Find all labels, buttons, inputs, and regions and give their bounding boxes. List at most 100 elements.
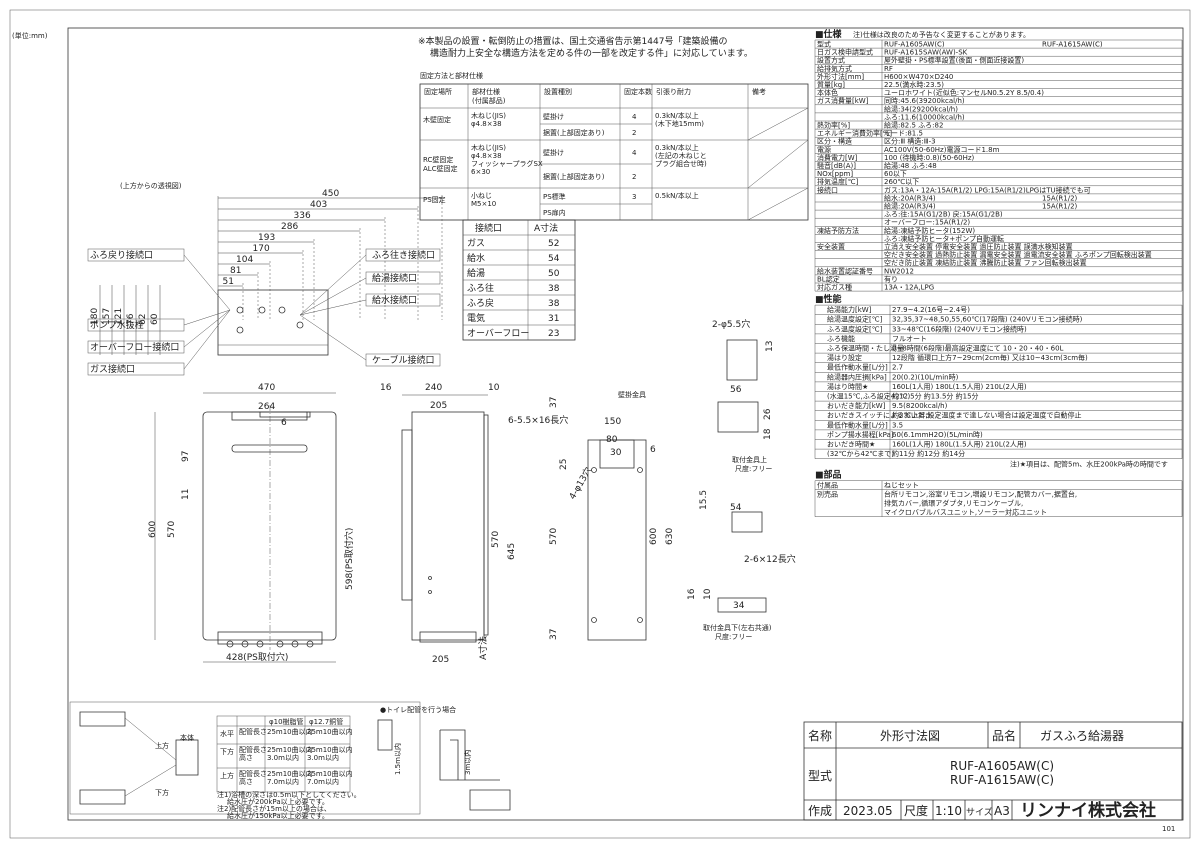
spec-value: 60以下 xyxy=(884,170,907,178)
front-dim-6: 6 xyxy=(281,418,287,428)
toilet-dim-2: 3m以内 xyxy=(463,750,472,775)
title-model-value-2: RUF-A1615AW(C) xyxy=(950,773,1054,787)
parts-view: 取付金具上 尺度:フリー 取付金具下(左右共通) 尺度:フリー 2-φ5.5穴1… xyxy=(687,318,796,641)
spec-value: ふろ:往:15A(G1/2B) 戻:15A(G1/2B) xyxy=(884,210,1003,219)
perf-label: ふろ温度設定[℃] xyxy=(827,324,883,333)
spec-label: 騒音[dB(A)] xyxy=(817,161,856,170)
piping-label-down: 下方 xyxy=(155,788,169,797)
spec-value: 空だき防止装置 凍結防止装置 沸騰防止装置 ファン回転検出装置 xyxy=(884,258,1087,267)
spec-label: エネルギー消費効率[%] xyxy=(817,129,892,138)
pipe-table-header-resin: φ10樹脂管 xyxy=(269,717,304,726)
spec-value: 給水:20A(R3/4) xyxy=(884,193,936,202)
top-view-dim-450: 450 xyxy=(322,189,339,199)
fix-table-slash xyxy=(747,187,809,221)
perf-value: 32,35,37~48,50,55,60℃(17段階) (240Vリモコン接続時… xyxy=(892,315,1083,324)
pipe-table-copper: 7.0m以内 xyxy=(307,777,339,786)
fix-table-count: 3 xyxy=(632,193,636,201)
spec-value: オーバーフロー:15A(R1/2) xyxy=(884,219,970,227)
fix-table-header-2: 設置種別 xyxy=(544,87,572,96)
perf-value: 60(6.1mmH2O)(5L/min時) xyxy=(892,431,983,439)
perf-value: 約12.5分 約13.5分 約15分 xyxy=(892,392,979,401)
spec-value: 給湯:34(29200kcal/h) xyxy=(884,104,958,113)
bracket-dim-slot: 6-5.5×16長穴 xyxy=(508,414,568,426)
bracket-title: 壁掛金具 xyxy=(618,390,646,399)
side-view-body xyxy=(411,411,485,641)
spec-value: 同時:45.6(39200kcal/h) xyxy=(884,97,965,105)
fix-table-header-0: 固定場所 xyxy=(424,87,452,96)
pipe-table-note: 注2)配管長さが15m以上の場合は、 xyxy=(217,804,331,813)
perf-value: フルオート xyxy=(892,335,927,343)
parts-value: ねじセット xyxy=(884,482,919,490)
pipe-table-note: 給水圧が200kPa以上必要です。 xyxy=(227,797,329,806)
a-table-value: 50 xyxy=(548,269,560,279)
top-view-dim-286: 286 xyxy=(281,222,298,232)
spec-value: ガス:13A・12A:15A(R1/2) LPG:15A(R1/2)LPGはTU… xyxy=(884,185,1091,194)
perf-label: 給湯能力[kW] xyxy=(827,305,872,314)
title-product-label: 品名 xyxy=(992,728,1016,743)
bracket-dim-150: 150 xyxy=(604,417,621,427)
fix-table-spec: フィッシャープラグSX xyxy=(471,159,543,168)
top-view-leader-right xyxy=(299,299,367,316)
upper-fitting-label: 取付金具上 xyxy=(732,455,767,464)
top-view-vdim-180: 180 xyxy=(90,308,100,325)
spec-label: 型式 xyxy=(817,40,831,49)
fix-table-spec: 6×30 xyxy=(471,168,490,176)
spec-label: 質量[kg] xyxy=(817,80,845,89)
top-view-port xyxy=(258,306,266,314)
fix-table-spec: 小ねじ xyxy=(471,191,492,200)
spec-label: 給水装置認証番号 xyxy=(817,266,873,275)
pipe-table-item: 高さ xyxy=(239,753,253,762)
fix-table-type: 据置(上部固定あり) xyxy=(543,128,605,137)
perf-value: 160L(1人用) 180L(1.5人用) 210L(2人用) xyxy=(892,441,1027,449)
front-view-logo-strip xyxy=(231,444,308,453)
front-dim-97: 97 xyxy=(181,451,191,462)
perf-footnote: 注)★項目は、配管5m、水圧200kPa時の時間です xyxy=(1010,460,1168,469)
fix-table-type: 壁掛け xyxy=(543,112,564,121)
pipe-table-direction: 下方 xyxy=(220,747,234,756)
top-view-dim-193: 193 xyxy=(258,233,275,243)
title-name-value: 外形寸法図 xyxy=(880,729,940,743)
spec-label: 接続口 xyxy=(817,185,838,194)
front-dim-264: 264 xyxy=(258,402,275,412)
perf-value: 0~8時間(6段階)最高設定温度にて 10・20・40・60L xyxy=(892,344,1064,353)
a-table-port: オーバーフロー xyxy=(467,328,529,339)
perf-value: 20(0.2)(10L/min時) xyxy=(892,373,959,381)
fix-table-count: 2 xyxy=(632,129,636,137)
perf-value: 27.9~4.2(16号~2.4号) xyxy=(892,306,970,314)
spec-value: ユーロホワイト(近似色:マンセルN0.5.2Y 8.5/0.4) xyxy=(884,88,1044,97)
upper-fitting-plan xyxy=(717,401,759,433)
spec-label: BL認定 xyxy=(817,274,840,283)
perf-label: おいだき時間★ xyxy=(827,441,875,449)
spec-value: RUF-A1605AW(C) xyxy=(884,41,945,49)
pipe-table-resin: 25m10曲以内 xyxy=(267,769,313,778)
pipe-table-resin: 25m10曲以内 xyxy=(267,727,313,736)
fix-table-header-5: 備考 xyxy=(752,87,766,96)
pipe-table-item: 配管長さ xyxy=(239,727,267,736)
pipe-table-item: 高さ xyxy=(239,777,253,786)
top-view-leader-left xyxy=(183,309,231,348)
perf-label: 最低作動水量[L/分] xyxy=(827,420,888,429)
fix-table-force: 0.5kN/本以上 xyxy=(655,191,699,200)
perf-value: 160L(1人用) 180L(1.5人用) 210L(2人用) xyxy=(892,383,1027,391)
perf-label: ふろ機能 xyxy=(827,334,855,343)
a-table-value: 23 xyxy=(548,329,559,339)
bracket-dim-25: 25 xyxy=(559,459,569,470)
spec-value: ふろ:11.6(10000kcal/h) xyxy=(884,113,965,121)
fix-table-count: 4 xyxy=(632,113,637,121)
fix-table-spec: 木ねじ(JIS) xyxy=(471,143,506,152)
spec-value: 22.5(満水時:23.5) xyxy=(884,80,944,89)
fix-table-type: 据置(上部固定あり) xyxy=(543,172,605,181)
bracket-dim-30: 30 xyxy=(610,448,622,458)
side-dim-570: 570 xyxy=(491,531,501,548)
perf-label: 給湯温度設定[℃] xyxy=(827,315,883,324)
a-table-port: 電気 xyxy=(467,312,485,324)
front-view-body xyxy=(202,411,337,641)
fix-table-header-4: 引張り耐力 xyxy=(656,87,691,96)
perf-value: 33~48℃(16段階) (240Vリモコン接続時) xyxy=(892,324,1027,333)
title-size-label: サイズ xyxy=(966,806,993,818)
fix-table-force: (左記の木ねじと xyxy=(655,151,707,160)
title-model-label: 型式 xyxy=(808,769,832,783)
